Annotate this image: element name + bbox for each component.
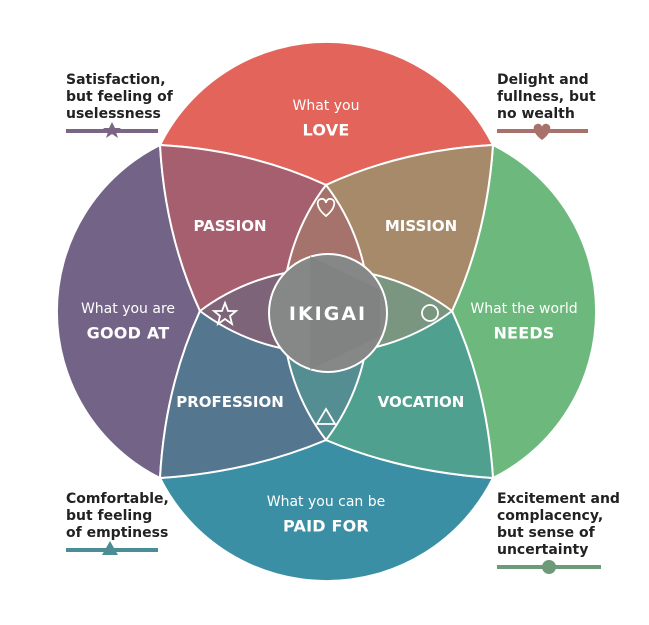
heart-icon bbox=[533, 123, 551, 140]
circle-icon bbox=[421, 304, 439, 322]
good-at-label-line2: GOOD AT bbox=[86, 323, 170, 343]
needs-label-line2: NEEDS bbox=[493, 323, 555, 343]
note-bottom-right: Excitement and complacency, but sense of… bbox=[497, 491, 620, 559]
note-line: Comfortable, bbox=[66, 491, 169, 507]
note-bar-bottom-right bbox=[497, 560, 601, 574]
note-line: no wealth bbox=[497, 106, 575, 122]
mission-label: MISSION bbox=[384, 217, 458, 235]
note-bar-top-left bbox=[66, 122, 158, 138]
note-line: Excitement and bbox=[497, 491, 620, 507]
ikigai-label: IKIGAI bbox=[288, 303, 368, 325]
note-line: but feeling of bbox=[66, 89, 173, 105]
note-line: uncertainty bbox=[497, 542, 589, 558]
heart-icon bbox=[316, 197, 336, 218]
note-line: but feeling bbox=[66, 508, 153, 524]
needs-label-line1: What the world bbox=[470, 301, 578, 317]
profession-label: PROFESSION bbox=[176, 393, 284, 411]
note-line: of emptiness bbox=[66, 525, 169, 541]
note-line: fullness, but bbox=[497, 89, 596, 105]
love-label-line2: LOVE bbox=[302, 120, 350, 140]
love-label-line1: What you bbox=[292, 98, 360, 114]
note-line: Satisfaction, bbox=[66, 72, 166, 88]
star-icon bbox=[211, 300, 239, 327]
note-bar-bottom-left bbox=[66, 541, 158, 555]
vocation-label: VOCATION bbox=[377, 393, 465, 411]
note-line: uselessness bbox=[66, 106, 161, 122]
note-line: complacency, bbox=[497, 508, 604, 524]
star-icon bbox=[103, 122, 121, 138]
triangle-icon bbox=[315, 407, 337, 425]
triangle-icon bbox=[102, 541, 118, 555]
paid-for-label-line2: PAID FOR bbox=[283, 516, 369, 536]
note-bottom-left: Comfortable, but feeling of emptiness bbox=[66, 491, 169, 542]
good-at-label-line1: What you are bbox=[80, 301, 176, 317]
paid-for-label-line1: What you can be bbox=[266, 494, 386, 510]
note-line: Delight and bbox=[497, 72, 589, 88]
note-top-right: Delight and fullness, but no wealth bbox=[497, 72, 596, 123]
note-bar-top-right bbox=[497, 123, 588, 140]
note-top-left: Satisfaction, but feeling of uselessness bbox=[66, 72, 173, 123]
note-line: but sense of bbox=[497, 525, 595, 541]
passion-label: PASSION bbox=[193, 217, 267, 235]
circle-icon bbox=[542, 560, 556, 574]
